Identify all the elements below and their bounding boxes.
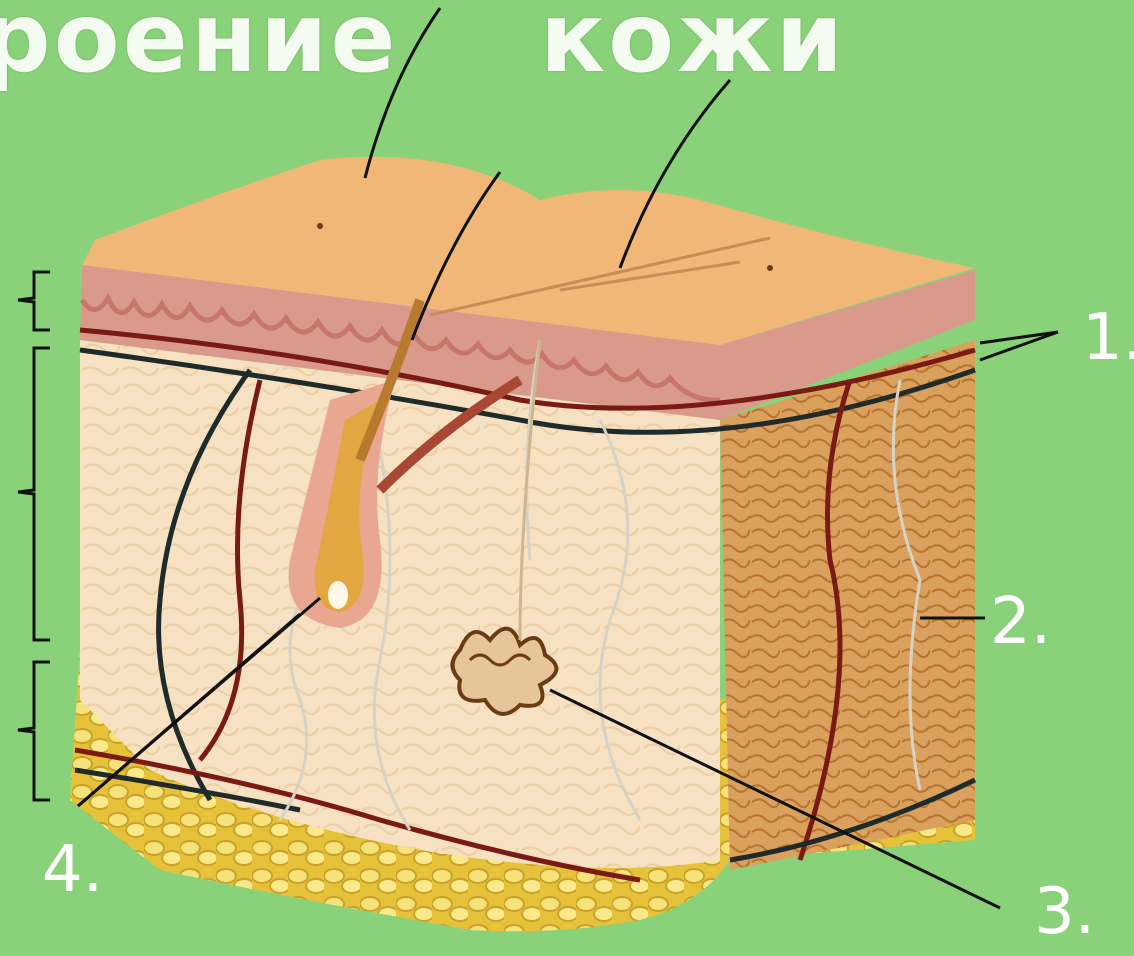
dermis-bracket: [18, 348, 50, 640]
layer-brackets: [18, 272, 50, 800]
hypodermis-bracket: [18, 662, 50, 800]
pointer-line-top-1: [365, 8, 440, 178]
label-2: 2.: [990, 590, 1051, 654]
label-4: 4.: [42, 838, 103, 902]
label-3: 3.: [1034, 880, 1095, 944]
label-1: 1.: [1082, 306, 1134, 370]
epidermis-bracket: [18, 272, 50, 330]
